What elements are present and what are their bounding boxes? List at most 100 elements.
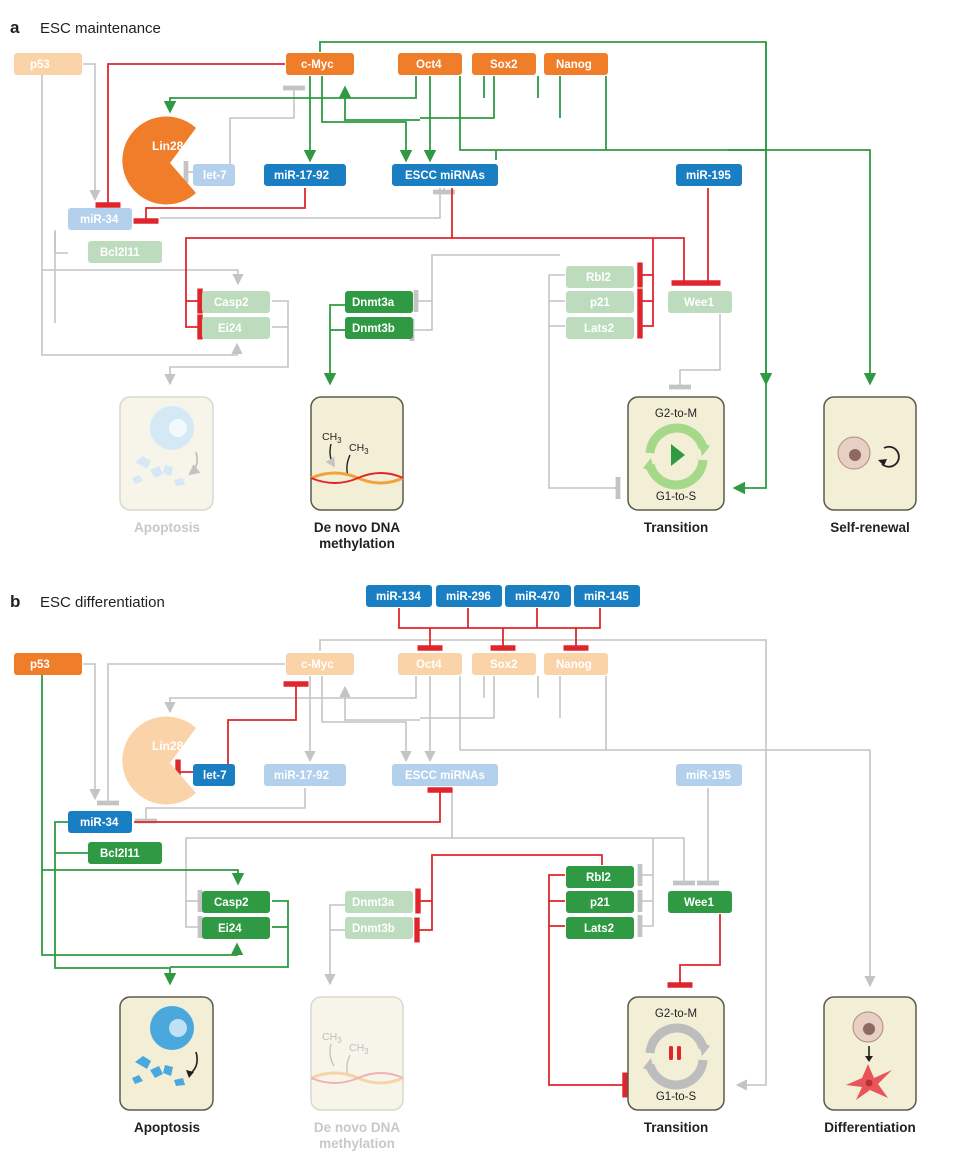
svg-text:miR-17-92: miR-17-92 xyxy=(274,770,329,782)
node-let7-b xyxy=(193,764,235,786)
node-mir195 xyxy=(676,164,742,186)
svg-text:Bcl2l11: Bcl2l11 xyxy=(100,247,140,259)
svg-text:ESCC miRNAs: ESCC miRNAs xyxy=(405,170,485,182)
node-dnmt3b-b xyxy=(345,917,413,939)
node-wee1 xyxy=(668,291,732,313)
svg-text:Ei24: Ei24 xyxy=(218,923,242,935)
svg-text:Bcl2l11: Bcl2l11 xyxy=(100,848,140,860)
svg-text:miR-195: miR-195 xyxy=(686,770,731,782)
node-lin28-b xyxy=(122,716,196,805)
node-casp2 xyxy=(202,291,270,313)
panel-b-nodes: miR-134 miR-296 miR-470 miR-145 p53 c-My… xyxy=(14,585,742,939)
svg-text:Dnmt3a: Dnmt3a xyxy=(352,897,395,909)
panel-a-green-edges xyxy=(163,41,877,386)
node-lats2-b xyxy=(566,917,634,939)
svg-text:Apoptosis: Apoptosis xyxy=(134,520,200,535)
panel-a-outcomes: Apoptosis CH3 CH3 De novo DNA methylatio… xyxy=(119,396,917,551)
svg-text:Transition: Transition xyxy=(644,520,709,535)
svg-text:c-Myc: c-Myc xyxy=(301,659,334,671)
svg-text:Differentiation: Differentiation xyxy=(824,1120,916,1135)
node-p53 xyxy=(14,53,82,75)
svg-text:miR-134: miR-134 xyxy=(376,591,421,603)
panel-a-gray-edges xyxy=(41,63,721,500)
svg-text:Rbl2: Rbl2 xyxy=(586,272,611,284)
node-p53-b xyxy=(14,653,82,675)
svg-text:miR-17-92: miR-17-92 xyxy=(274,170,329,182)
svg-text:CH3: CH3 xyxy=(349,1042,369,1056)
node-cmyc-b xyxy=(286,653,354,675)
svg-text:Apoptosis: Apoptosis xyxy=(134,1120,200,1135)
svg-text:Dnmt3b: Dnmt3b xyxy=(352,923,395,935)
node-ei24 xyxy=(202,317,270,339)
node-sox2-b xyxy=(472,653,536,675)
svg-text:CH3: CH3 xyxy=(322,431,342,445)
outcome-differentiation: Differentiation xyxy=(823,996,917,1135)
node-dnmt3b xyxy=(345,317,413,339)
node-let7 xyxy=(193,164,235,186)
svg-text:Nanog: Nanog xyxy=(556,59,592,71)
node-mir34 xyxy=(68,208,132,230)
svg-text:miR-145: miR-145 xyxy=(584,591,629,603)
node-bcl2l11-b xyxy=(88,842,162,864)
node-escc-b xyxy=(392,764,498,786)
node-mir145 xyxy=(574,585,640,607)
panel-a-nodes: p53 c-Myc Oct4 Sox2 Nanog Lin28 let-7 mi… xyxy=(14,53,742,339)
svg-text:Self-renewal: Self-renewal xyxy=(830,520,910,535)
svg-text:Nanog: Nanog xyxy=(556,659,592,671)
svg-text:Casp2: Casp2 xyxy=(214,897,249,909)
node-p21-b xyxy=(566,891,634,913)
outcome-methylation-b: CH3 CH3 De novo DNA methylation xyxy=(310,996,404,1151)
svg-text:De novo DNA: De novo DNA xyxy=(314,1120,401,1135)
node-p21 xyxy=(566,291,634,313)
svg-text:De novo DNA: De novo DNA xyxy=(314,520,401,535)
node-mir1792-b xyxy=(264,764,346,786)
node-bcl2l11 xyxy=(88,241,162,263)
svg-text:Dnmt3b: Dnmt3b xyxy=(352,323,395,335)
node-mir470 xyxy=(505,585,571,607)
node-rbl2 xyxy=(566,266,634,288)
panel-b-green-edges xyxy=(41,675,289,986)
node-mir34-b xyxy=(68,811,132,833)
svg-text:Wee1: Wee1 xyxy=(684,897,714,909)
svg-text:p53: p53 xyxy=(30,59,50,71)
svg-text:Dnmt3a: Dnmt3a xyxy=(352,297,395,309)
svg-text:CH3: CH3 xyxy=(322,1031,342,1045)
svg-text:Lin28: Lin28 xyxy=(152,139,184,153)
node-wee1-b xyxy=(668,891,732,913)
outcome-transition-b: G2-to-M G1-to-S Transition xyxy=(627,996,725,1135)
panel-b: b ESC differentiation xyxy=(10,585,917,1151)
svg-text:methylation: methylation xyxy=(319,1136,395,1151)
svg-text:G2-to-M: G2-to-M xyxy=(655,408,697,420)
node-escc xyxy=(392,164,498,186)
panel-b-title: ESC differentiation xyxy=(40,594,165,611)
panel-b-gray-edges xyxy=(83,639,876,1091)
svg-text:Wee1: Wee1 xyxy=(684,297,714,309)
panel-b-letter: b xyxy=(10,592,20,611)
outcome-methylation-a: CH3 CH3 De novo DNA methylation xyxy=(310,396,404,551)
svg-text:Sox2: Sox2 xyxy=(490,659,518,671)
node-dnmt3a xyxy=(345,291,413,313)
svg-text:CH3: CH3 xyxy=(349,442,369,456)
svg-text:Lats2: Lats2 xyxy=(584,923,614,935)
panel-a: a ESC maintenance xyxy=(10,18,917,551)
svg-text:let-7: let-7 xyxy=(203,770,227,782)
svg-text:Sox2: Sox2 xyxy=(490,59,518,71)
svg-text:Lin28: Lin28 xyxy=(152,739,184,753)
node-cmyc xyxy=(286,53,354,75)
svg-text:miR-34: miR-34 xyxy=(80,214,119,226)
node-mir296 xyxy=(436,585,502,607)
svg-text:Lats2: Lats2 xyxy=(584,323,614,335)
svg-text:c-Myc: c-Myc xyxy=(301,59,334,71)
panel-a-title: ESC maintenance xyxy=(40,20,161,37)
svg-text:p21: p21 xyxy=(590,297,610,309)
node-rbl2-b xyxy=(566,866,634,888)
svg-text:G1-to-S: G1-to-S xyxy=(656,1091,697,1103)
node-nanog-b xyxy=(544,653,608,675)
node-dnmt3a-b xyxy=(345,891,413,913)
svg-text:Oct4: Oct4 xyxy=(416,59,442,71)
svg-text:p53: p53 xyxy=(30,659,50,671)
svg-text:p21: p21 xyxy=(590,897,610,909)
node-mir1792 xyxy=(264,164,346,186)
svg-text:Transition: Transition xyxy=(644,1120,709,1135)
outcome-transition-a: G2-to-M G1-to-S Transition xyxy=(627,396,725,535)
